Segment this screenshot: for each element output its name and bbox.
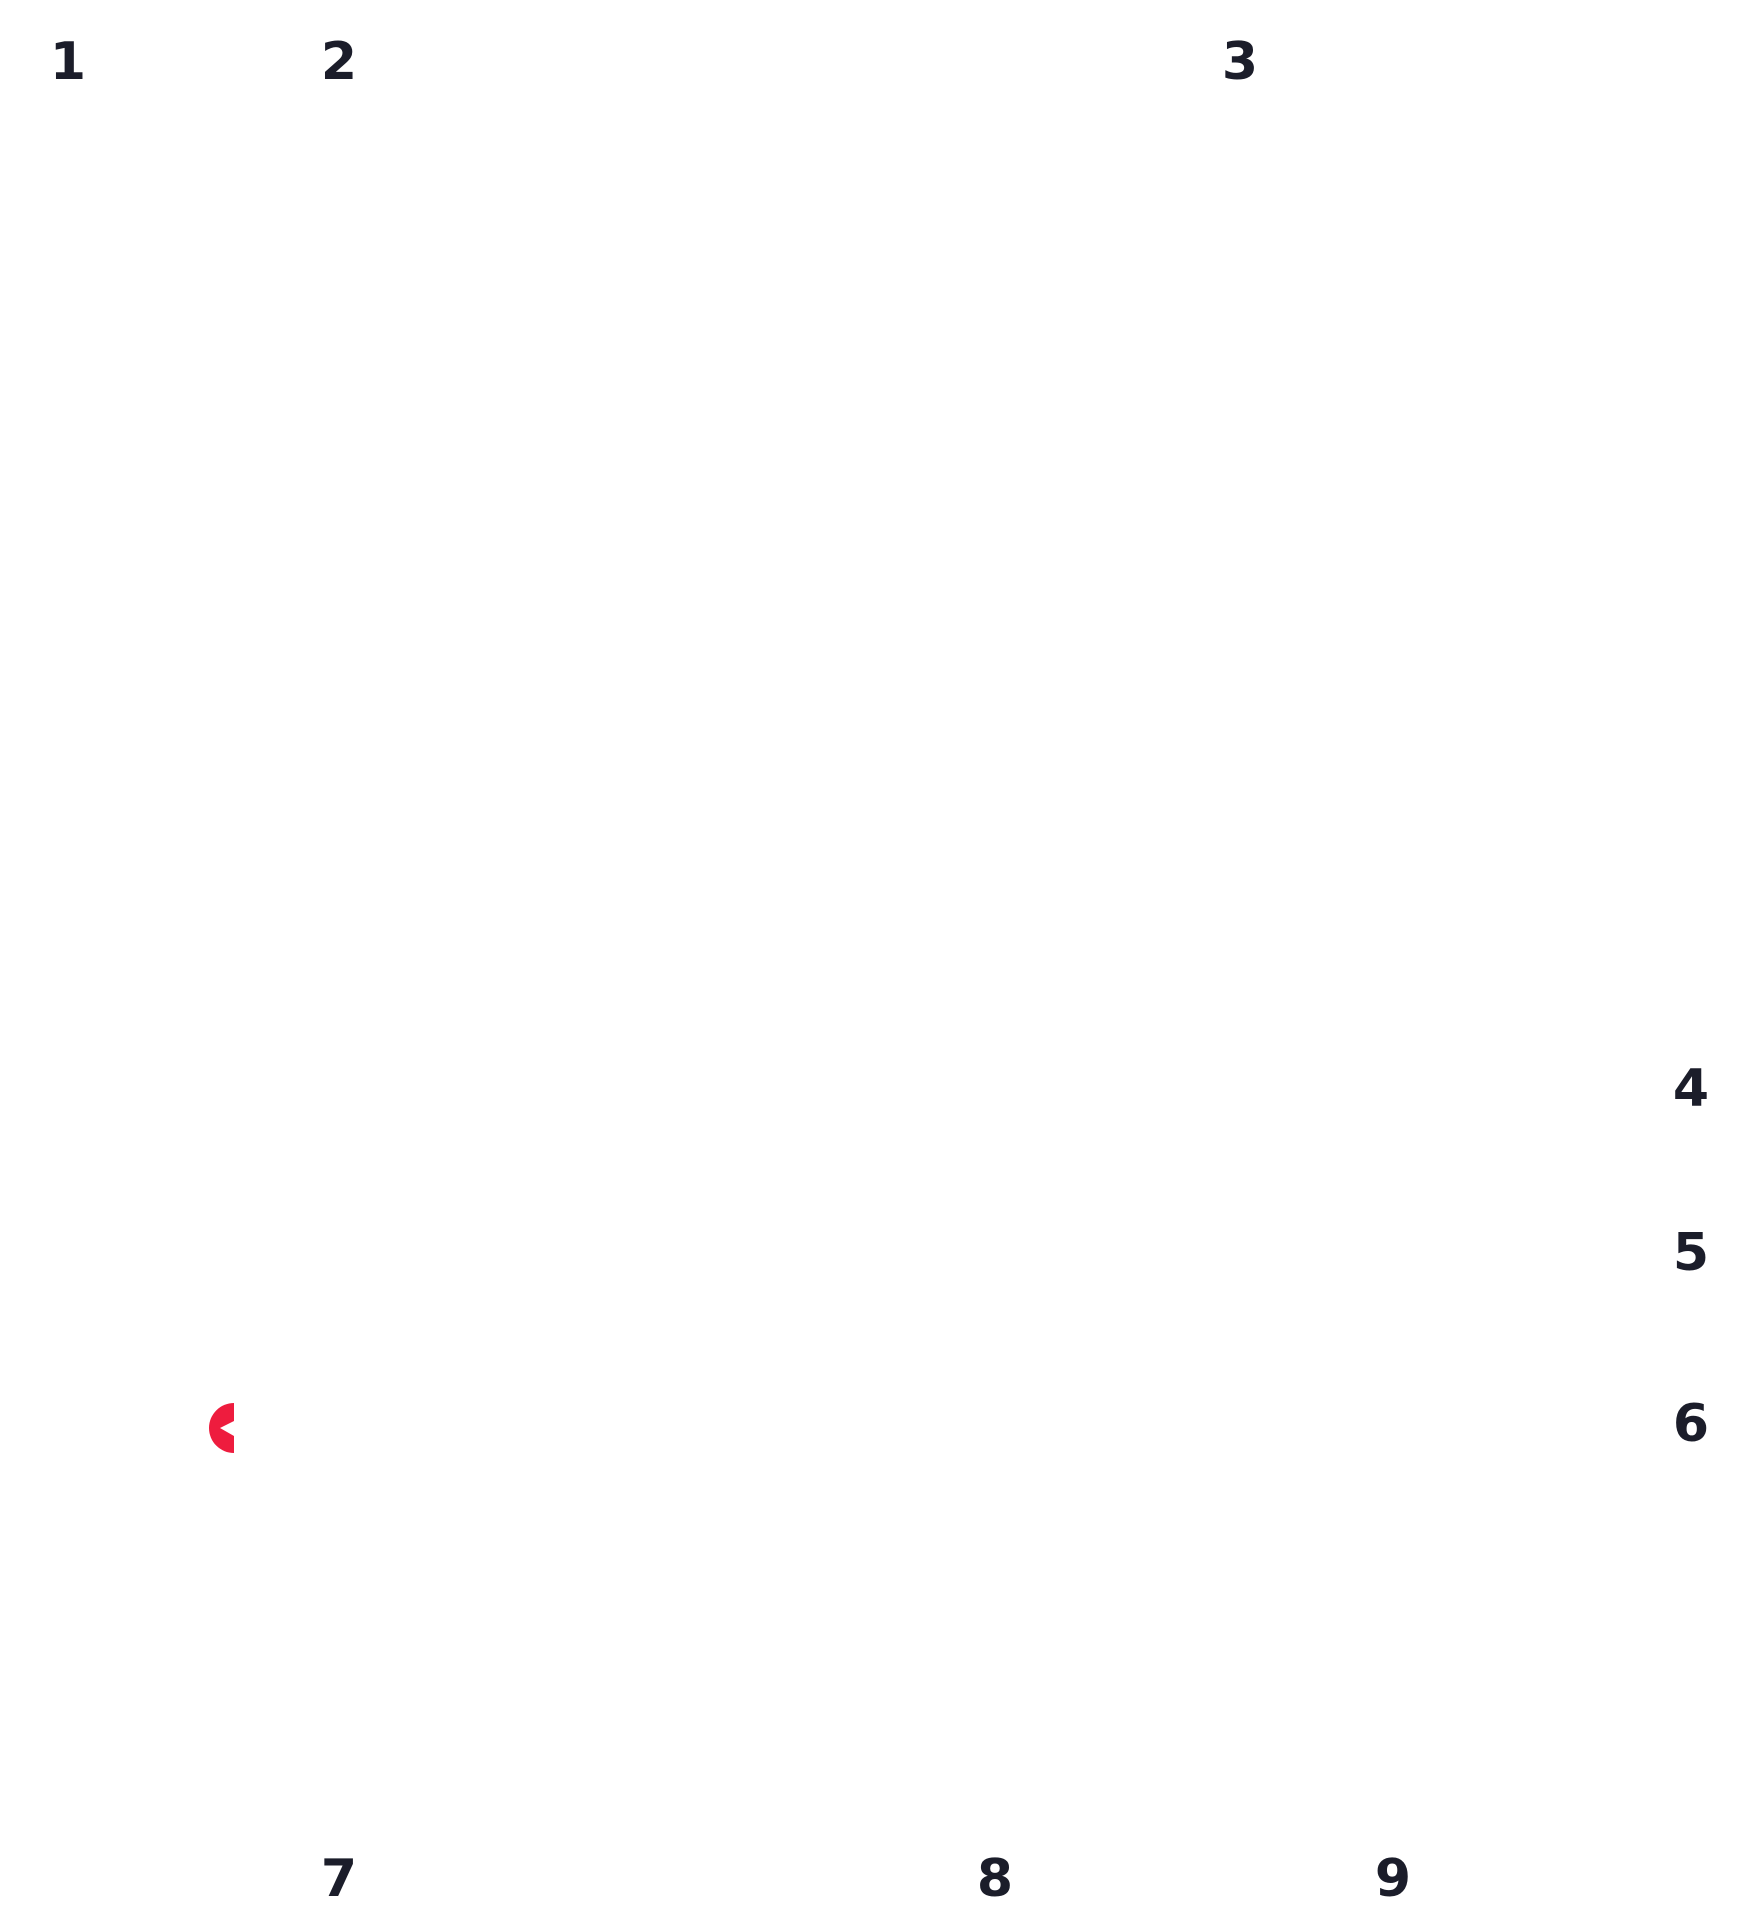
label-9: 9	[1374, 1849, 1412, 1909]
half-circle-notch-icon	[209, 1403, 234, 1453]
label-5: 5	[1672, 1223, 1710, 1283]
label-3: 3	[1221, 32, 1259, 92]
label-6: 6	[1672, 1394, 1710, 1454]
label-4: 4	[1672, 1059, 1710, 1119]
label-1: 1	[49, 32, 87, 92]
label-7: 7	[320, 1849, 358, 1909]
label-8: 8	[976, 1849, 1014, 1909]
label-2: 2	[320, 32, 358, 92]
